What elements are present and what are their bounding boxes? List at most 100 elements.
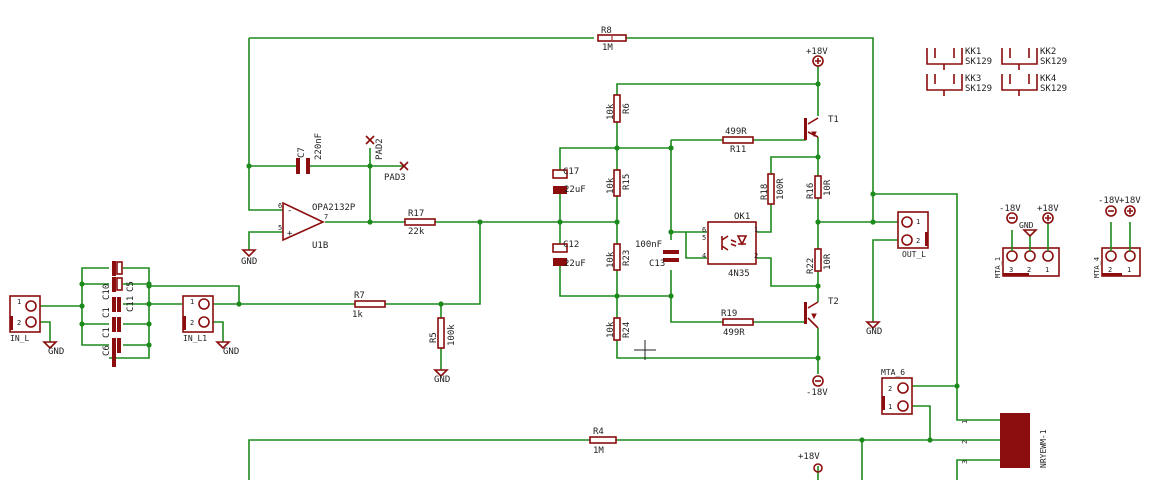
mta6-pin1: 1 xyxy=(888,403,892,411)
t2-name: T2 xyxy=(828,297,839,307)
mta4-supplies: -18V +18V xyxy=(1098,196,1141,217)
opamp-minus: - xyxy=(287,206,292,216)
resistor-r4: R4 1M xyxy=(589,427,617,456)
bank-c5: C5 xyxy=(126,281,136,292)
pad3: PAD3 xyxy=(384,161,409,183)
bank-c1b: C1 xyxy=(102,307,112,318)
opamp-name: U1B xyxy=(312,241,328,251)
t1-name: T1 xyxy=(828,115,839,125)
resistor-r23: 10k R23 xyxy=(606,243,632,271)
gnd-opamp: GND xyxy=(241,249,257,267)
mta6-name: MTA_6 xyxy=(881,368,905,377)
c7-name: C7 xyxy=(297,147,307,158)
mta1-supplies: -18V GND +18V xyxy=(999,204,1059,238)
mta1-pos-label: +18V xyxy=(1037,204,1059,214)
resistor-r8: R8 1M xyxy=(597,26,627,53)
ok1-pin5: 5 xyxy=(702,234,706,242)
r5-value: 100k xyxy=(447,324,457,346)
connector-in-l1: 1 2 IN_L1 xyxy=(182,295,214,343)
junctions xyxy=(79,81,960,443)
opamp-pin7: 7 xyxy=(324,213,328,221)
kk1-name: KK1 xyxy=(965,47,981,57)
ok1-pin2: 2 xyxy=(754,252,758,260)
r17-value: 22k xyxy=(408,227,425,237)
r4-name: R4 xyxy=(593,427,604,437)
heatsink-kk3: KK3 SK129 xyxy=(926,74,992,96)
gnd-r5-label: GND xyxy=(434,375,450,385)
mta1-name: MTA_1 xyxy=(994,257,1002,278)
r11-value: 499R xyxy=(725,127,747,137)
ok1-pin6: 6 xyxy=(702,226,706,234)
c7-value: 220nF xyxy=(314,133,324,160)
resistor-r17: R17 22k xyxy=(404,209,436,237)
r19-name: R19 xyxy=(721,309,737,319)
resistor-r11: 499R R11 xyxy=(722,127,754,155)
mta4-pin1: 1 xyxy=(1127,266,1131,274)
r6-value: 10k xyxy=(606,103,616,120)
capacitor-c17: C17 22uF xyxy=(552,167,586,195)
c17-name: C17 xyxy=(563,167,579,177)
connector-mta1: 3 2 1 MTA_1 xyxy=(994,222,1060,278)
resistor-r6: 10k R6 xyxy=(606,94,632,123)
supply-minus18: -18V xyxy=(806,375,828,398)
heatsink-kk1: KK1 SK129 xyxy=(926,47,992,70)
r4-value: 1M xyxy=(593,446,604,456)
opamp-pin5: 5 xyxy=(278,224,282,232)
r6-name: R6 xyxy=(622,103,632,114)
c12-name: C12 xyxy=(563,240,579,250)
in-l-pin2: 2 xyxy=(17,319,21,327)
transistor-t2: T2 xyxy=(804,297,839,329)
mta1-pin1: 1 xyxy=(1045,266,1049,274)
capacitor-c13: 100nF C13 xyxy=(635,240,679,269)
mta1-neg-label: -18V xyxy=(999,204,1021,214)
relay-nryewm: NRYEWM-1 1 2 3 xyxy=(961,413,1048,468)
opamp-u1b: - + 6 5 7 OPA2132P U1B xyxy=(278,201,356,251)
connector-out-l: 1 2 OUT_L xyxy=(897,211,929,259)
kk2-name: KK2 xyxy=(1040,47,1056,57)
pad2: PAD2 xyxy=(365,135,385,160)
r5-name: R5 xyxy=(429,332,439,343)
c13-name: C13 xyxy=(649,259,665,269)
r18-name: R18 xyxy=(760,184,770,200)
kk1-part: SK129 xyxy=(965,57,992,67)
connector-in-l: 1 2 IN_L xyxy=(9,295,41,343)
opamp-part: OPA2132P xyxy=(312,203,356,213)
mta4-pin2: 2 xyxy=(1108,266,1112,274)
c13-value: 100nF xyxy=(635,240,662,250)
r8-name: R8 xyxy=(601,26,612,36)
heatsink-kk2: KK2 SK129 xyxy=(1001,47,1067,70)
relay-pin3: 3 xyxy=(961,460,969,464)
capacitor-c12: C12 22uF xyxy=(552,240,586,269)
relay-name: NRYEWM-1 xyxy=(1039,429,1048,468)
r8-value: 1M xyxy=(602,43,613,53)
mta1-pin3: 3 xyxy=(1009,266,1013,274)
resistor-r22: R22 10R xyxy=(806,248,833,274)
r18-value: 100R xyxy=(776,178,786,200)
pad2-label: PAD2 xyxy=(375,138,385,160)
gnd-out: GND xyxy=(865,321,882,337)
r16-value: 10R xyxy=(823,179,833,196)
resistor-r24: 10k R24 xyxy=(606,317,632,341)
r22-name: R22 xyxy=(806,258,816,274)
crosshair-cursor xyxy=(634,340,656,360)
wires xyxy=(40,37,1000,480)
r19-value: 499R xyxy=(723,328,745,338)
r22-value: 10R xyxy=(823,253,833,270)
optocoupler-ok1: OK1 4N35 6 5 4 1 2 xyxy=(702,212,758,279)
gnd-r5: GND xyxy=(433,369,450,385)
r15-value: 10k xyxy=(606,177,616,194)
resistor-r5: R5 100k xyxy=(429,317,457,349)
r17-name: R17 xyxy=(408,209,424,219)
resistor-r18: R18 100R xyxy=(760,173,786,205)
ok1-part: 4N35 xyxy=(728,269,750,279)
in-l1-pin2: 2 xyxy=(190,319,194,327)
heatsink-kk4: KK4 SK129 xyxy=(1001,74,1067,96)
r23-value: 10k xyxy=(606,251,616,268)
gnd-in-l1: GND xyxy=(215,341,239,357)
pad3-label: PAD3 xyxy=(384,173,406,183)
mta4-name: MTA_4 xyxy=(1093,257,1101,278)
bank-c10: C10 xyxy=(102,284,112,300)
connector-mta4: 2 1 MTA_4 xyxy=(1093,222,1141,278)
mta6-pin2: 2 xyxy=(888,385,892,393)
supply-plus18-bottom: +18V xyxy=(798,452,823,473)
